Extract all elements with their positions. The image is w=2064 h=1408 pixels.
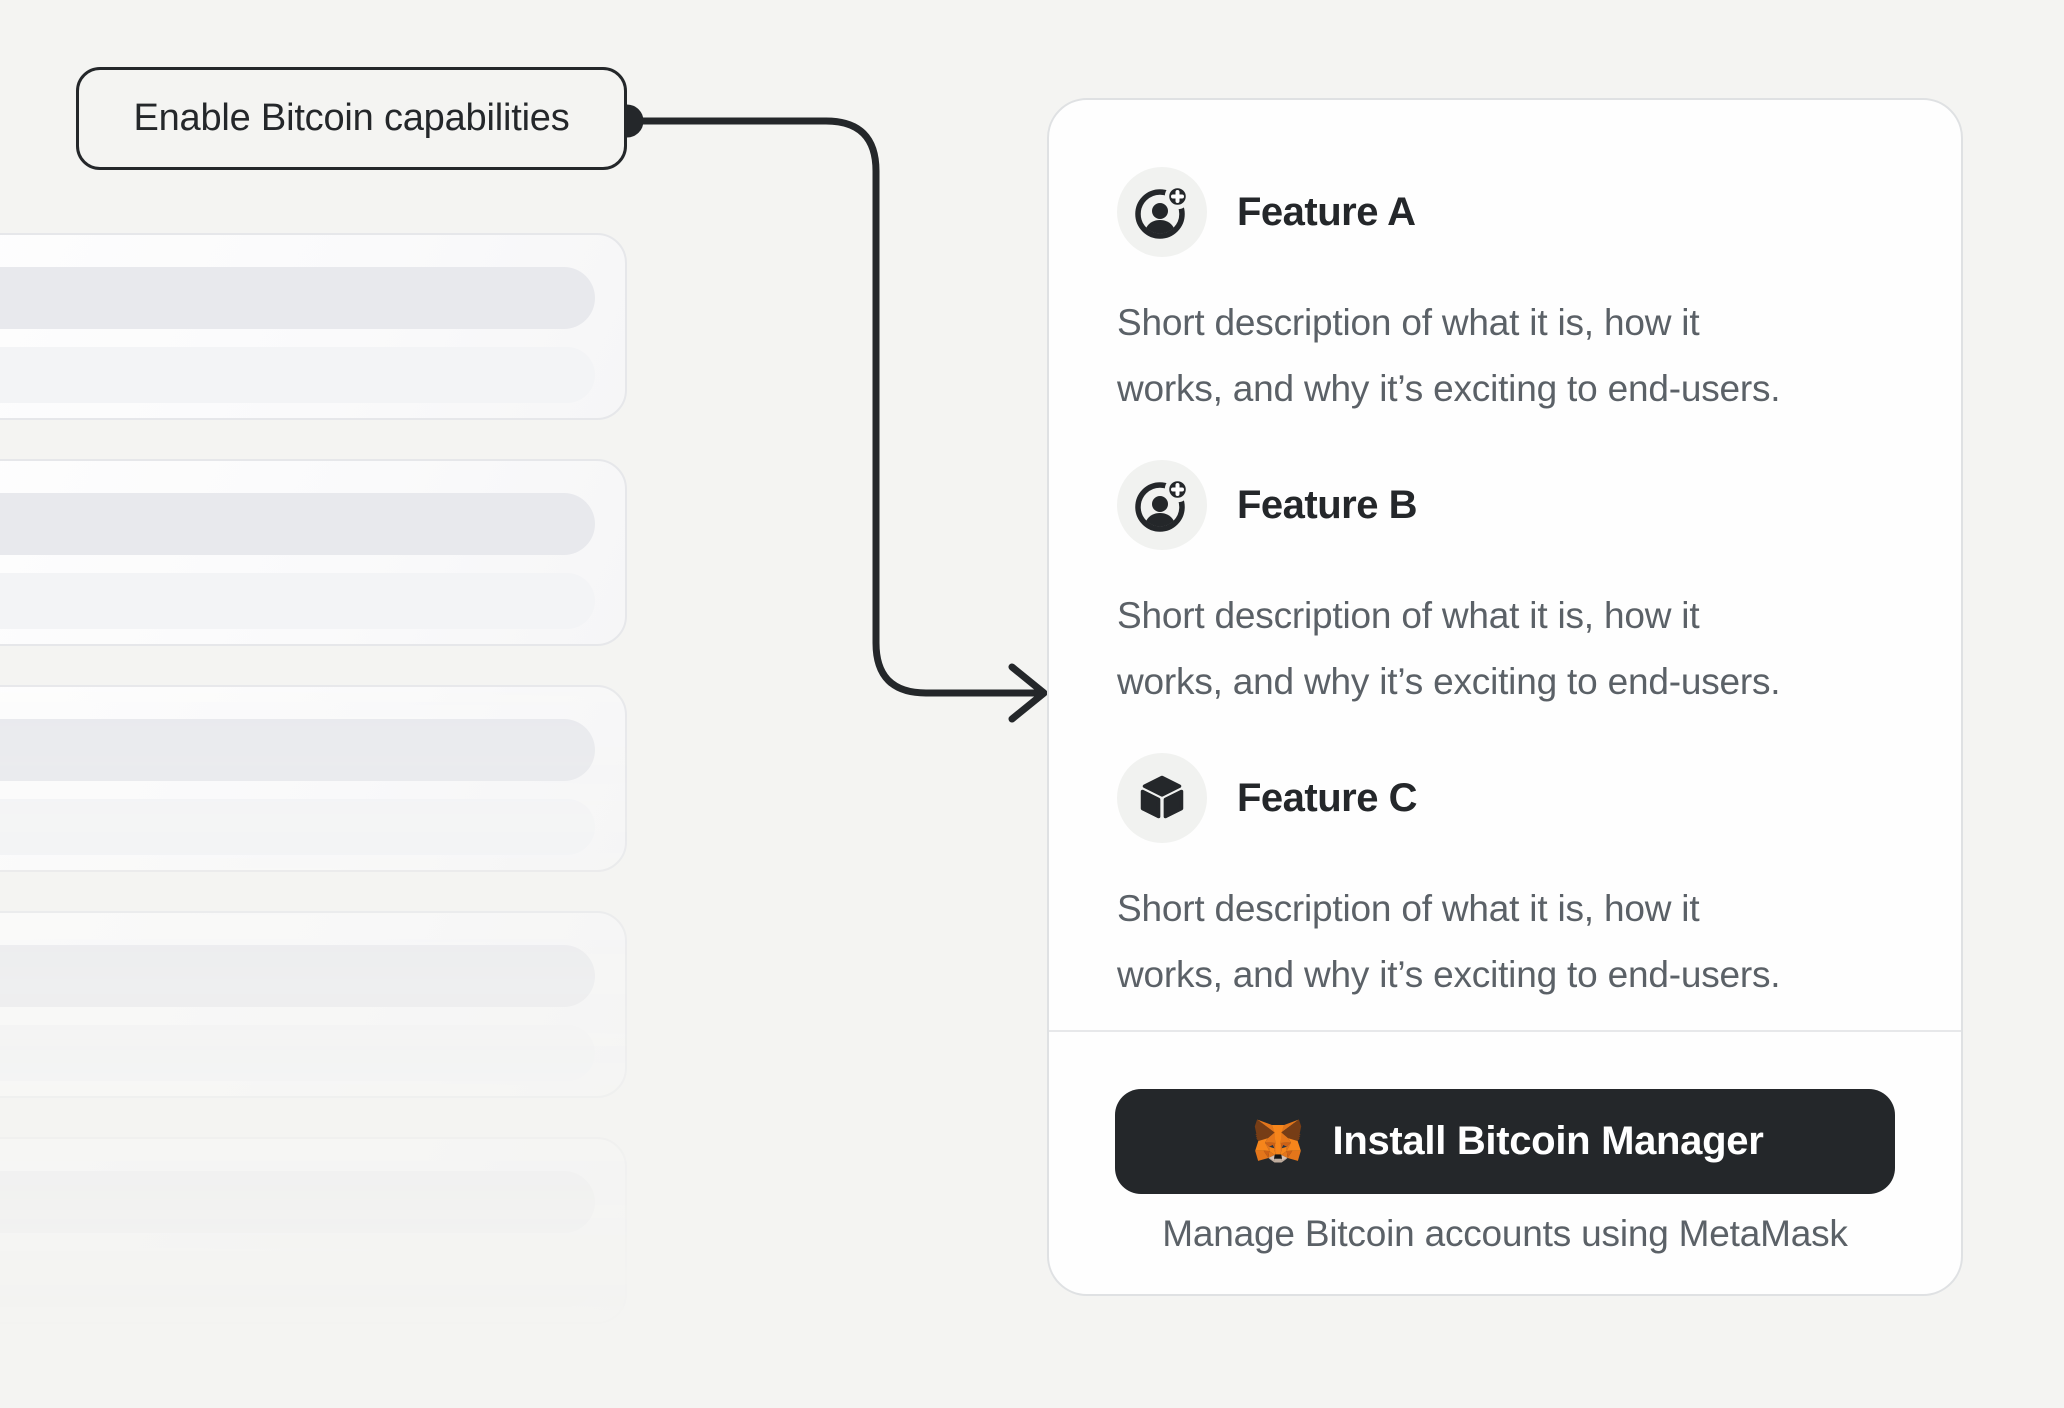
skeleton-list <box>0 233 627 1363</box>
metamask-fox-icon <box>1247 1113 1309 1171</box>
feature-title: Feature B <box>1237 482 1418 527</box>
account-plus-icon <box>1117 460 1207 550</box>
skeleton-pill <box>0 347 595 403</box>
feature-description: Short description of what it is, how it … <box>1117 595 1781 702</box>
feature-list: Feature A Short description of what it i… <box>1049 100 1961 1008</box>
install-button-label: Install Bitcoin Manager <box>1332 1119 1764 1163</box>
feature-card: Feature A Short description of what it i… <box>1047 98 1963 1296</box>
button-caption: Manage Bitcoin accounts using MetaMask <box>1162 1213 1848 1254</box>
feature-title: Feature C <box>1237 775 1418 820</box>
feature-title: Feature A <box>1237 189 1416 234</box>
callout-label-text: Enable Bitcoin capabilities <box>133 97 570 139</box>
skeleton-pill <box>0 719 595 781</box>
card-footer: Install Bitcoin Manager Manage Bitcoin a… <box>1049 1032 1961 1256</box>
feature-header: Feature B <box>1117 460 1893 550</box>
skeleton-pill <box>0 573 595 629</box>
cube-icon <box>1117 753 1207 843</box>
feature-header: Feature A <box>1117 167 1893 257</box>
skeleton-pill <box>0 493 595 555</box>
divider <box>1049 1030 1961 1032</box>
skeleton-pill <box>0 1171 595 1233</box>
skeleton-pill <box>0 267 595 329</box>
feature-description: Short description of what it is, how it … <box>1117 302 1781 409</box>
callout-label: Enable Bitcoin capabilities <box>76 67 627 170</box>
skeleton-card <box>0 685 627 872</box>
skeleton-pill <box>0 1251 595 1307</box>
skeleton-card <box>0 233 627 420</box>
install-bitcoin-manager-button[interactable]: Install Bitcoin Manager <box>1115 1089 1895 1194</box>
skeleton-card <box>0 911 627 1098</box>
skeleton-pill <box>0 1025 595 1081</box>
feature-row: Feature B Short description of what it i… <box>1117 460 1893 715</box>
arrowhead-icon <box>1008 663 1048 723</box>
skeleton-card <box>0 459 627 646</box>
skeleton-pill <box>0 945 595 1007</box>
connector-line <box>623 117 1044 697</box>
feature-header: Feature C <box>1117 753 1893 843</box>
feature-row: Feature A Short description of what it i… <box>1117 167 1893 422</box>
feature-description: Short description of what it is, how it … <box>1117 888 1781 995</box>
skeleton-pill <box>0 799 595 855</box>
account-plus-icon <box>1117 167 1207 257</box>
feature-row: Feature C Short description of what it i… <box>1117 753 1893 1008</box>
skeleton-card <box>0 1137 627 1324</box>
